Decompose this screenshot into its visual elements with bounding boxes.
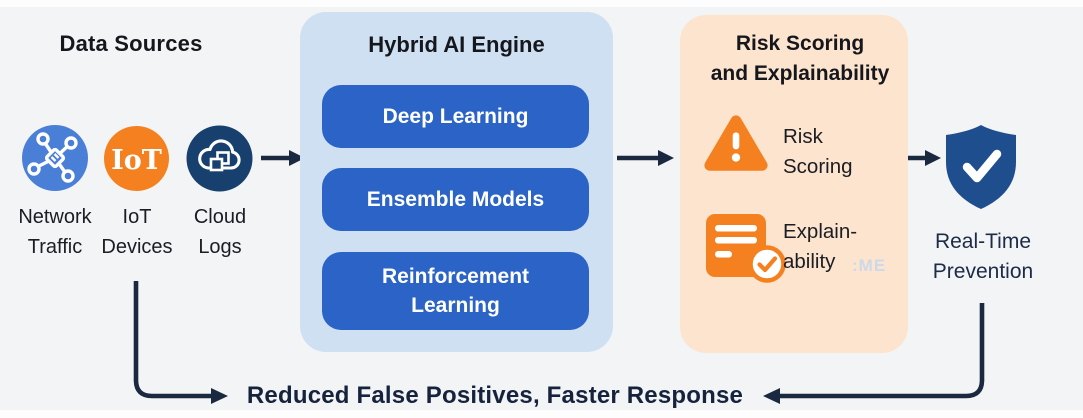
risk-scoring-label: Risk Scoring	[783, 125, 853, 178]
top-margin	[0, 0, 1083, 7]
hybrid-ai-engine-title: Hybrid AI Engine	[368, 32, 545, 57]
cloud-icon	[186, 125, 253, 192]
reinforcement-learning-box: Reinforcement Learning	[322, 252, 589, 330]
arrowhead-right-icon	[211, 388, 228, 404]
cloud-logs-label: Cloud Logs	[193, 206, 247, 258]
connector-sources-to-footer	[133, 281, 211, 399]
arrowhead-right-icon	[925, 150, 941, 166]
hybrid-ai-engine-panel: Hybrid AI Engine Deep Learning Ensemble …	[300, 12, 613, 352]
ensemble-models-box: Ensemble Models	[322, 168, 589, 231]
iot-devices-label: IoT Devices	[101, 206, 173, 258]
deep-learning-box: Deep Learning	[322, 85, 589, 148]
report-check-icon	[705, 213, 791, 285]
footer-benefit-text: Reduced False Positives, Faster Response	[246, 382, 744, 409]
watermark: :ME	[852, 256, 887, 275]
network-traffic-label: Network Traffic	[18, 206, 92, 258]
iot-icon-text: IoT	[111, 145, 162, 176]
iot-icon: IoT	[104, 126, 169, 191]
arrowhead-right-icon	[658, 150, 674, 166]
warning-triangle-icon	[702, 111, 770, 177]
risk-panel-title: Risk Scoring and Explainability	[710, 32, 890, 85]
network-icon	[21, 124, 89, 192]
shield-check-icon	[943, 122, 1019, 212]
arrowhead-left-icon	[763, 388, 780, 404]
bottom-margin	[0, 410, 1083, 418]
risk-scoring-panel: Risk Scoring and Explainability Risk Sco…	[680, 15, 908, 353]
explainability-label: Explain- ability	[783, 220, 858, 273]
data-sources-title: Data Sources	[59, 31, 203, 56]
real-time-prevention-label: Real-Time Prevention	[932, 230, 1034, 283]
